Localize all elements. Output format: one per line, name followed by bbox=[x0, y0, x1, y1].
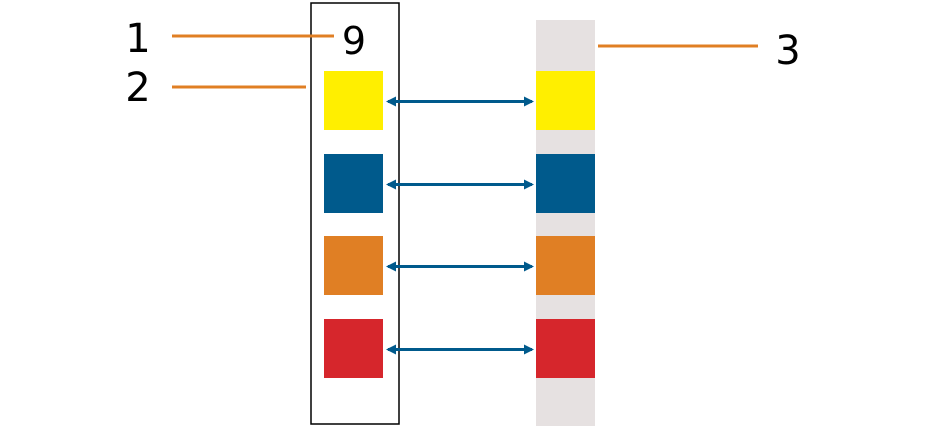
test-strip-number: 9 bbox=[342, 19, 366, 63]
callout-1-label: 1 bbox=[125, 16, 150, 62]
callout-3-label: 3 bbox=[775, 28, 800, 74]
reference-chart-pad-2 bbox=[536, 154, 595, 213]
reference-chart-pad-4 bbox=[536, 319, 595, 378]
callout-2-label: 2 bbox=[125, 65, 150, 111]
test-strip-outline bbox=[310, 2, 400, 425]
test-strip-pad-2 bbox=[324, 154, 383, 213]
test-strip-pad-3 bbox=[324, 236, 383, 295]
reference-chart-pad-3 bbox=[536, 236, 595, 295]
pads-layer bbox=[324, 71, 595, 378]
test-strip-pad-4 bbox=[324, 319, 383, 378]
arrows-layer bbox=[386, 96, 534, 355]
reference-chart-pad-1 bbox=[536, 71, 595, 130]
test-strip-pad-1 bbox=[324, 71, 383, 130]
